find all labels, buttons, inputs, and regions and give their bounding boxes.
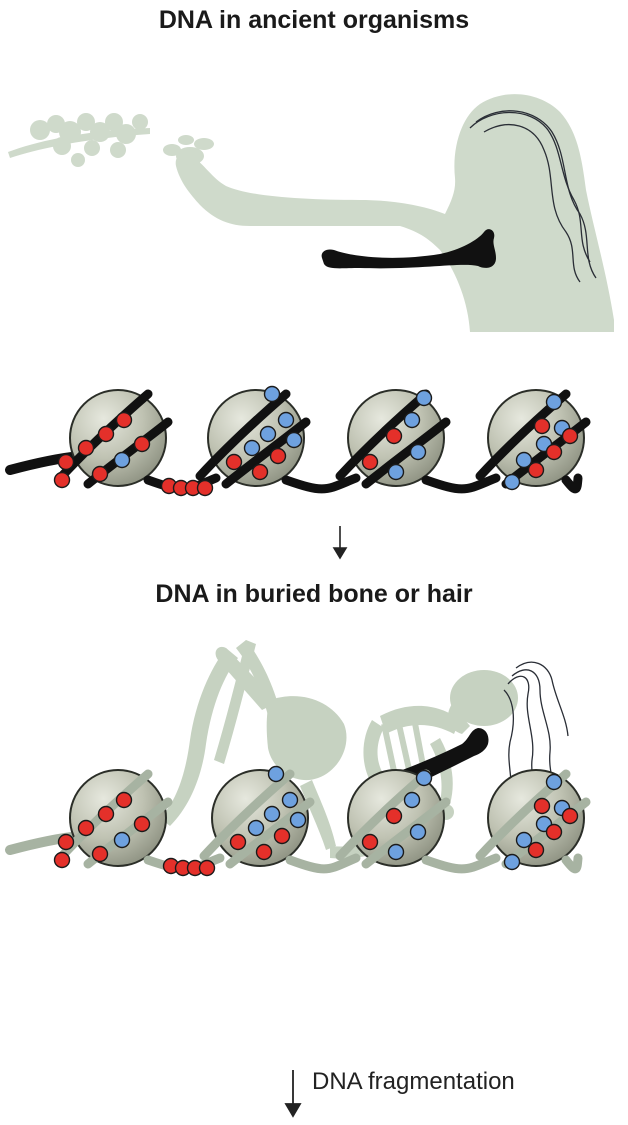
methylated-site bbox=[227, 455, 242, 470]
unmethylated-site bbox=[505, 855, 520, 870]
methylated-site bbox=[117, 413, 132, 428]
methylated-site bbox=[529, 843, 544, 858]
methylated-site bbox=[547, 825, 562, 840]
methylated-site bbox=[257, 845, 272, 860]
unmethylated-site bbox=[517, 833, 532, 848]
dna-linker bbox=[566, 478, 578, 489]
methylated-site bbox=[59, 835, 74, 850]
unmethylated-site bbox=[269, 767, 284, 782]
nucleosome-row-buried bbox=[10, 767, 586, 876]
unmethylated-site bbox=[411, 445, 426, 460]
methylated-site bbox=[563, 429, 578, 444]
unmethylated-site bbox=[405, 413, 420, 428]
methylated-site bbox=[99, 807, 114, 822]
unmethylated-site bbox=[265, 807, 280, 822]
methylated-site bbox=[99, 427, 114, 442]
methylated-site bbox=[200, 861, 215, 876]
unmethylated-site bbox=[249, 821, 264, 836]
methylated-site bbox=[55, 853, 70, 868]
methylated-site bbox=[563, 809, 578, 824]
unmethylated-site bbox=[417, 771, 432, 786]
methylated-site bbox=[93, 467, 108, 482]
dna-linker bbox=[426, 478, 496, 489]
arrow-down-icon bbox=[334, 526, 346, 558]
nucleosome-row-living bbox=[10, 387, 586, 496]
unmethylated-site bbox=[265, 387, 280, 402]
nucleosome bbox=[200, 387, 356, 489]
unmethylated-site bbox=[417, 391, 432, 406]
methylated-site bbox=[271, 449, 286, 464]
methylated-site bbox=[363, 835, 378, 850]
methylated-site bbox=[529, 463, 544, 478]
methylated-site bbox=[135, 817, 150, 832]
unmethylated-site bbox=[115, 453, 130, 468]
unmethylated-site bbox=[283, 793, 298, 808]
unmethylated-site bbox=[245, 441, 260, 456]
arrow-down-icon bbox=[286, 1070, 300, 1116]
unmethylated-site bbox=[115, 833, 130, 848]
methylated-site bbox=[387, 429, 402, 444]
unmethylated-site bbox=[547, 775, 562, 790]
methylated-site bbox=[59, 455, 74, 470]
methylated-site bbox=[93, 847, 108, 862]
unmethylated-site bbox=[517, 453, 532, 468]
methylated-site bbox=[117, 793, 132, 808]
methylated-site bbox=[535, 419, 550, 434]
methylated-site bbox=[55, 473, 70, 488]
dna-linker bbox=[286, 478, 356, 489]
unmethylated-site bbox=[389, 845, 404, 860]
unmethylated-site bbox=[279, 413, 294, 428]
methylated-site bbox=[79, 821, 94, 836]
unmethylated-site bbox=[261, 427, 276, 442]
methylated-site bbox=[547, 445, 562, 460]
nucleosome bbox=[340, 390, 496, 489]
nucleosome bbox=[340, 770, 496, 869]
unmethylated-site bbox=[505, 475, 520, 490]
methylated-site bbox=[387, 809, 402, 824]
methylated-site bbox=[198, 481, 213, 496]
living-person-silhouette bbox=[8, 94, 614, 332]
unmethylated-site bbox=[405, 793, 420, 808]
methylated-site bbox=[275, 829, 290, 844]
nucleosome bbox=[59, 390, 217, 489]
dna-linker bbox=[426, 858, 496, 869]
methylated-site bbox=[535, 799, 550, 814]
unmethylated-site bbox=[389, 465, 404, 480]
unmethylated-site bbox=[291, 813, 306, 828]
dna-linker bbox=[566, 858, 578, 869]
methylated-site bbox=[363, 455, 378, 470]
methylated-site bbox=[135, 437, 150, 452]
methylated-site bbox=[253, 465, 268, 480]
unmethylated-site bbox=[287, 433, 302, 448]
methylated-site bbox=[79, 441, 94, 456]
dna-linker bbox=[290, 858, 356, 869]
unmethylated-site bbox=[547, 395, 562, 410]
unmethylated-site bbox=[411, 825, 426, 840]
methylated-site bbox=[231, 835, 246, 850]
